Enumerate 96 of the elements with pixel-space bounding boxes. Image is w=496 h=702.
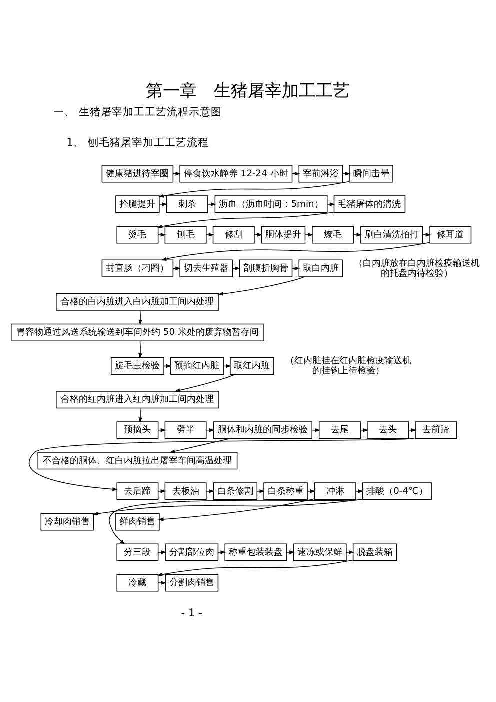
arrow: [232, 266, 241, 270]
node-box: 修耳道: [430, 226, 472, 244]
node-box: 速冻或保鲜: [293, 544, 347, 562]
node-box: 取白内脏: [298, 260, 344, 278]
arrow: [138, 408, 142, 424]
arrow: [206, 490, 215, 494]
node-box: 冷却肉销售: [40, 513, 94, 531]
arrow: [157, 212, 334, 228]
arrow: [159, 202, 168, 206]
node-box: 称重包装装盘: [224, 544, 288, 562]
node-box: 胃容物通过风送系统输送到车间外约 50 米处的废弃物暂存间: [11, 324, 264, 342]
node-box: 剖腹折胸骨: [239, 260, 293, 278]
arrow: [138, 310, 142, 326]
node-box: 冲淋: [314, 482, 356, 500]
node-box: 胴体提升: [261, 226, 306, 244]
node-box: 冷藏: [116, 574, 159, 592]
node-box: 健康猪进待宰圈: [102, 165, 174, 183]
arrow: [327, 202, 336, 206]
arrow: [292, 172, 300, 176]
arrow: [158, 181, 350, 198]
arrow: [286, 550, 295, 554]
node-box: 合格的红内脏进入红内脏加工间内处理: [56, 391, 220, 409]
arrow: [206, 428, 215, 432]
arrow: [346, 550, 354, 554]
arrow: [353, 233, 362, 237]
arrow: [158, 428, 166, 432]
arrow: [109, 499, 364, 545]
node-box: 去板油: [164, 482, 207, 500]
arrow: [170, 438, 230, 454]
label: 1、 刨毛猪屠宰加工工艺流程: [66, 136, 209, 150]
node-box: 毛猪屠体的清洗: [334, 196, 406, 214]
node-box: 劈半: [164, 422, 207, 440]
node-box: 刷白清洗拍打: [360, 226, 424, 244]
arrow: [305, 233, 314, 237]
node-box: 宰前淋浴: [298, 165, 344, 183]
arrow: [218, 276, 305, 296]
node-label: （红内脏挂在红内脏检疫输送机的挂钩上待检验）: [285, 356, 412, 377]
arrow: [161, 242, 430, 261]
node-box: 去头: [367, 422, 410, 440]
arrow: [138, 340, 142, 359]
node-box: 封直肠（刁圈）: [102, 260, 174, 278]
arrow: [360, 428, 368, 432]
arrow: [208, 202, 216, 206]
arrow: [254, 233, 263, 237]
arrow: [342, 172, 351, 176]
arrow: [422, 233, 432, 237]
node-box: 拴腿提升: [116, 196, 160, 214]
node-box: 胴体和内脏的同步检验: [213, 422, 312, 440]
node-box: 不合格的胴体、红白内脏拉出屠宰车间高温处理: [38, 452, 238, 470]
node-box: 刨毛: [164, 226, 207, 244]
arrow: [256, 490, 266, 494]
node-box: 修刮: [212, 226, 255, 244]
arrow: [292, 266, 300, 270]
node-box: 沥血（沥血时间：5min）: [214, 196, 328, 214]
label: 一、 生猪屠宰加工工艺流程示意图: [54, 106, 222, 119]
arrow: [172, 172, 182, 176]
arrow: [158, 233, 166, 237]
label: - 1 -: [181, 606, 203, 620]
arrow: [356, 490, 364, 494]
node-box: 燎毛: [312, 226, 354, 244]
arrow: [206, 233, 214, 237]
arrow: [158, 550, 167, 554]
node-box: 刺杀: [166, 196, 208, 214]
node-box: 排酸（0-4℃）: [362, 482, 432, 500]
node-box: 取红内脏: [230, 357, 274, 376]
node-box: 合格的白内脏进入白内脏加工间内处理: [56, 293, 220, 311]
node-box: 去尾: [318, 422, 361, 440]
arrow: [173, 266, 181, 270]
node-box: 白条称重: [264, 482, 308, 500]
node-box: 去后蹄: [116, 482, 159, 500]
arrow: [218, 550, 226, 554]
node-box: 切去生殖器: [180, 260, 234, 278]
node-box: 白条修割: [213, 482, 258, 500]
node-box: 预摘头: [116, 422, 159, 440]
diagram-title: 第一章 生猪屠宰加工工艺: [146, 80, 350, 101]
node-box: 停食饮水静养 12-24 小时: [180, 165, 293, 183]
node-box: 鲜肉销售: [116, 513, 160, 531]
arrow: [307, 490, 316, 494]
node-box: 脱盘装箱: [352, 544, 398, 562]
arrow: [158, 498, 316, 522]
arrow: [158, 490, 166, 494]
node-label: （白内脏放在白内脏检疫输送机的托盘内待检验）: [354, 258, 480, 279]
node-box: 烫毛: [116, 226, 159, 244]
node-box: 分三段: [116, 544, 159, 562]
node-box: 瞬间击晕: [349, 165, 394, 183]
node-box: 分割部位肉: [165, 544, 219, 562]
arrow: [157, 560, 354, 576]
node-box: 去前蹄: [415, 422, 458, 440]
node-box: 旋毛虫检验: [111, 357, 164, 376]
node-box: 分割肉销售: [165, 574, 219, 592]
arrow: [28, 438, 416, 492]
arrow: [174, 374, 236, 392]
arrow: [312, 428, 320, 432]
node-box: 预摘红内脏: [170, 357, 224, 376]
arrow: [408, 428, 417, 432]
arrow: [158, 581, 167, 585]
